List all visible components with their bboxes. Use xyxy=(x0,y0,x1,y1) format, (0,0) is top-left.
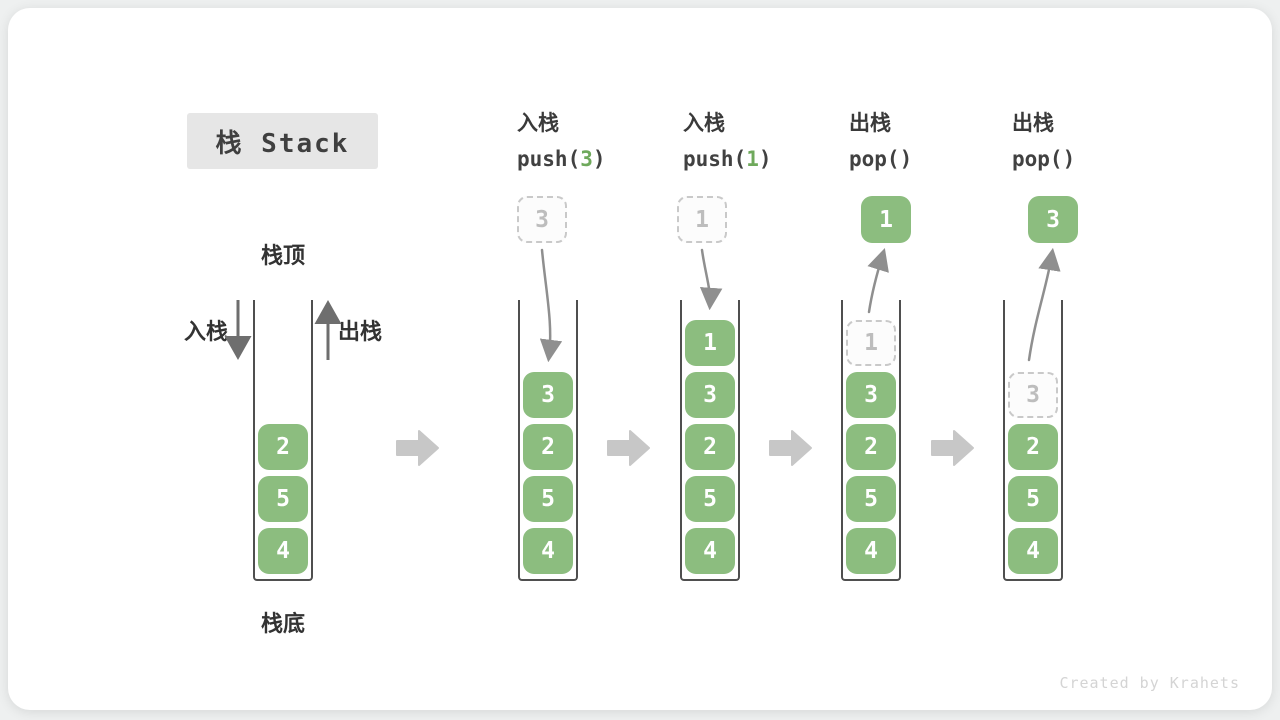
stack-item: 5 xyxy=(523,476,573,522)
stack-item: 2 xyxy=(1008,424,1058,470)
stack-item: 2 xyxy=(258,424,308,470)
code-before: pop( xyxy=(1012,147,1063,171)
stack-item: 5 xyxy=(258,476,308,522)
code-before: push( xyxy=(517,147,581,171)
page-title: 栈 Stack xyxy=(187,113,378,169)
code-arg: 1 xyxy=(746,147,759,171)
pop-label: 出栈 xyxy=(338,320,383,345)
operation-header-step-pop-1: 出栈 pop() xyxy=(849,105,1019,177)
floating-value-step-pop-3: 3 xyxy=(1028,196,1078,243)
operation-label: 出栈 xyxy=(849,111,891,135)
stack-item: 3 xyxy=(1008,372,1058,418)
code-after: ) xyxy=(758,147,772,171)
stack-container-initial-stack xyxy=(253,300,313,581)
operation-code: pop() xyxy=(1012,141,1182,177)
operation-code: push(3) xyxy=(517,141,687,177)
stack-item: 3 xyxy=(523,372,573,418)
watermark: Created by Krahets xyxy=(1059,674,1240,692)
stack-container-step-push-3 xyxy=(518,300,578,581)
code-after: ) xyxy=(899,147,913,171)
stack-container-step-push-1 xyxy=(680,300,740,581)
stack-item: 4 xyxy=(685,528,735,574)
stack-item: 3 xyxy=(846,372,896,418)
stack-top-label: 栈顶 xyxy=(260,244,305,269)
stack-item: 2 xyxy=(523,424,573,470)
stack-item: 4 xyxy=(258,528,308,574)
floating-value-step-pop-1: 1 xyxy=(861,196,911,243)
stack-item: 4 xyxy=(846,528,896,574)
stack-item: 2 xyxy=(685,424,735,470)
stack-item: 5 xyxy=(685,476,735,522)
floating-value-step-push-3: 3 xyxy=(517,196,567,243)
operation-code: pop() xyxy=(849,141,1019,177)
code-after: ) xyxy=(1062,147,1076,171)
stack-item: 1 xyxy=(846,320,896,366)
code-before: pop( xyxy=(849,147,900,171)
stack-item: 2 xyxy=(846,424,896,470)
operation-label: 入栈 xyxy=(683,111,725,135)
stack-container-step-pop-1 xyxy=(841,300,901,581)
stack-item: 5 xyxy=(1008,476,1058,522)
stack-item: 5 xyxy=(846,476,896,522)
stack-bottom-label: 栈底 xyxy=(260,612,305,637)
code-arg: 3 xyxy=(580,147,593,171)
floating-value-step-push-1: 1 xyxy=(677,196,727,243)
operation-header-step-push-1: 入栈 push(1) xyxy=(683,105,853,177)
push-label: 入栈 xyxy=(183,320,228,345)
stack-container-step-pop-3 xyxy=(1003,300,1063,581)
stack-item: 4 xyxy=(1008,528,1058,574)
stack-item: 1 xyxy=(685,320,735,366)
operation-label: 入栈 xyxy=(517,111,559,135)
stack-item: 3 xyxy=(685,372,735,418)
operation-header-step-push-3: 入栈 push(3) xyxy=(517,105,687,177)
code-before: push( xyxy=(683,147,747,171)
operation-code: push(1) xyxy=(683,141,853,177)
stack-item: 4 xyxy=(523,528,573,574)
operation-header-step-pop-3: 出栈 pop() xyxy=(1012,105,1182,177)
code-after: ) xyxy=(592,147,606,171)
operation-label: 出栈 xyxy=(1012,111,1054,135)
